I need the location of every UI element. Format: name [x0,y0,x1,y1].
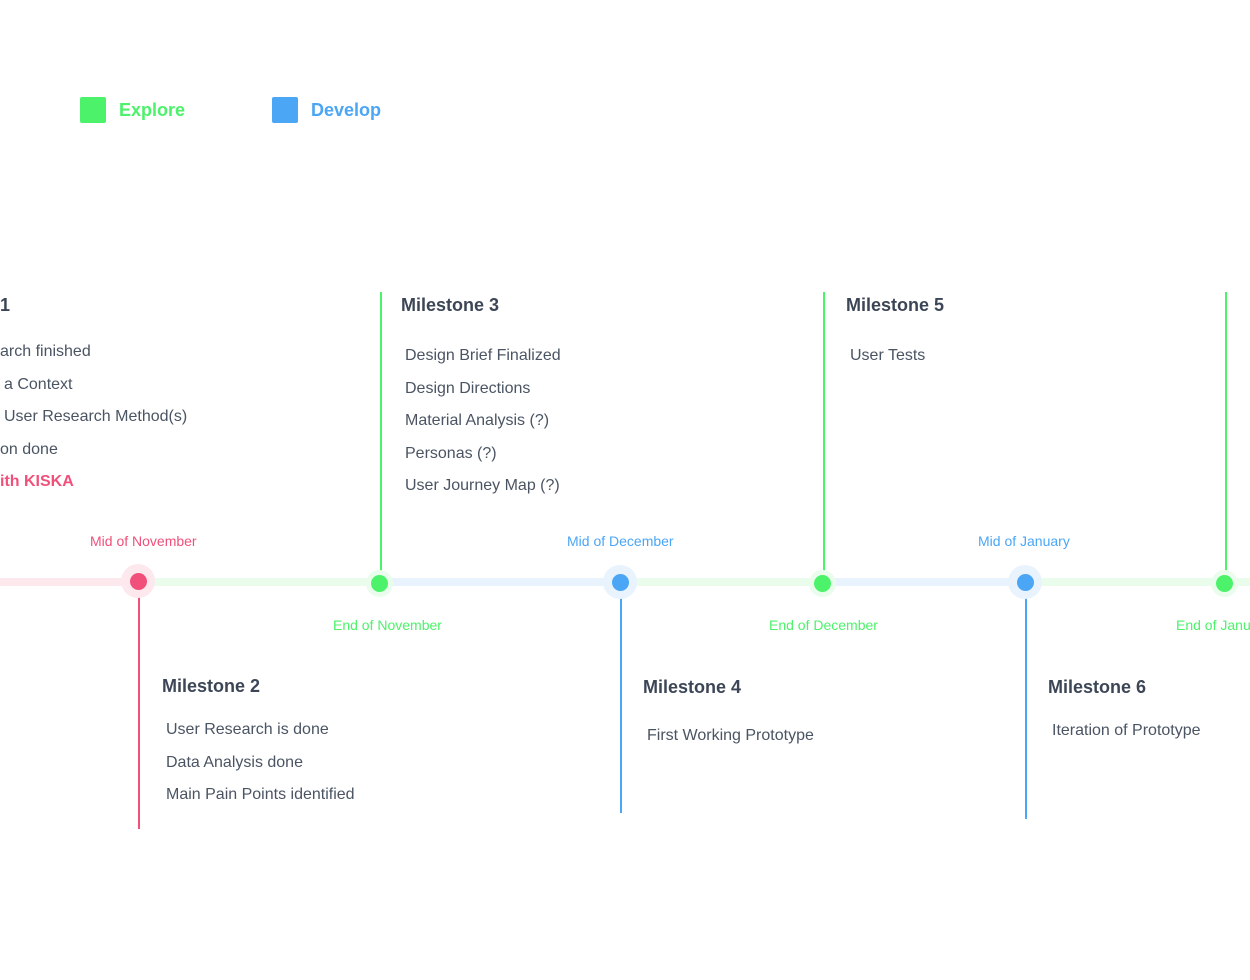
develop-swatch [272,97,298,123]
milestone-1-item: User Research Method(s) [4,408,188,426]
timeline-segment-explore-2 [620,578,822,586]
timeline-segment-explore-1 [139,578,379,586]
milestone-5-stem [823,292,825,584]
end-december-dot [814,575,831,592]
legend-develop-label: Develop [311,99,382,120]
milestone-3-item: Design Directions [405,379,531,397]
milestone-3-item: Design Brief Finalized [405,347,561,364]
milestone-2-item: Data Analysis done [166,753,303,771]
date-end-november: End of November [333,617,442,633]
milestone-6-stem [1025,582,1027,819]
date-end-january: End of Janu [1176,617,1250,633]
milestone-5-items: User Tests [850,346,925,379]
milestone-1-title: 1 [0,295,11,315]
date-mid-december: Mid of December [567,533,674,549]
milestone-1-item: a Context [4,375,73,393]
milestone-7-stem [1225,292,1227,584]
legend-explore: Explore [80,96,185,124]
timeline-segment-develop-1 [379,578,620,586]
timeline-segment-develop-2 [822,578,1025,586]
explore-swatch [80,97,106,123]
milestone-1-items: arch finished a Context User Research Me… [0,342,187,505]
milestone-6-items: Iteration of Prototype [1052,721,1201,754]
milestone-1-item: on done [0,440,58,458]
milestone-4-title: Milestone 4 [643,677,742,697]
milestone-5-item: User Tests [850,347,926,364]
milestone-1-item: arch finished [0,343,91,360]
milestone-4-stem [620,582,622,813]
milestone-3-item: Material Analysis (?) [405,412,550,430]
milestone-6-title: Milestone 6 [1048,677,1147,697]
legend-develop: Develop [272,96,381,124]
timeline-segment-explore-3 [1025,578,1250,586]
milestone-2-items: User Research is done Data Analysis done… [166,720,355,818]
milestone-5-title: Milestone 5 [846,295,945,315]
milestone-3-stem [380,292,382,583]
legend-explore-label: Explore [119,99,186,120]
date-mid-january: Mid of January [978,533,1070,549]
milestone-3-item: Personas (?) [405,444,497,462]
milestone-4-item: First Working Prototype [647,727,814,744]
milestone-6-item: Iteration of Prototype [1052,722,1201,739]
milestone-2-item: Main Pain Points identified [166,786,355,804]
mid-november-dot [130,573,147,590]
milestone-3-item: User Journey Map (?) [405,477,560,495]
timeline-segment-highlight [0,578,139,586]
milestone-4-items: First Working Prototype [647,726,814,759]
date-mid-november: Mid of November [90,533,197,549]
mid-december-dot [612,574,629,591]
date-end-december: End of December [769,617,878,633]
end-january-dot [1216,575,1233,592]
milestone-3-items: Design Brief Finalized Design Directions… [405,346,561,509]
milestone-2-item: User Research is done [166,721,329,738]
end-november-dot [371,575,388,592]
mid-january-dot [1017,574,1034,591]
milestone-3-title: Milestone 3 [401,295,500,315]
milestone-2-stem [138,581,140,829]
milestone-2-title: Milestone 2 [162,676,261,696]
milestone-1-item: ith KISKA [0,473,74,491]
